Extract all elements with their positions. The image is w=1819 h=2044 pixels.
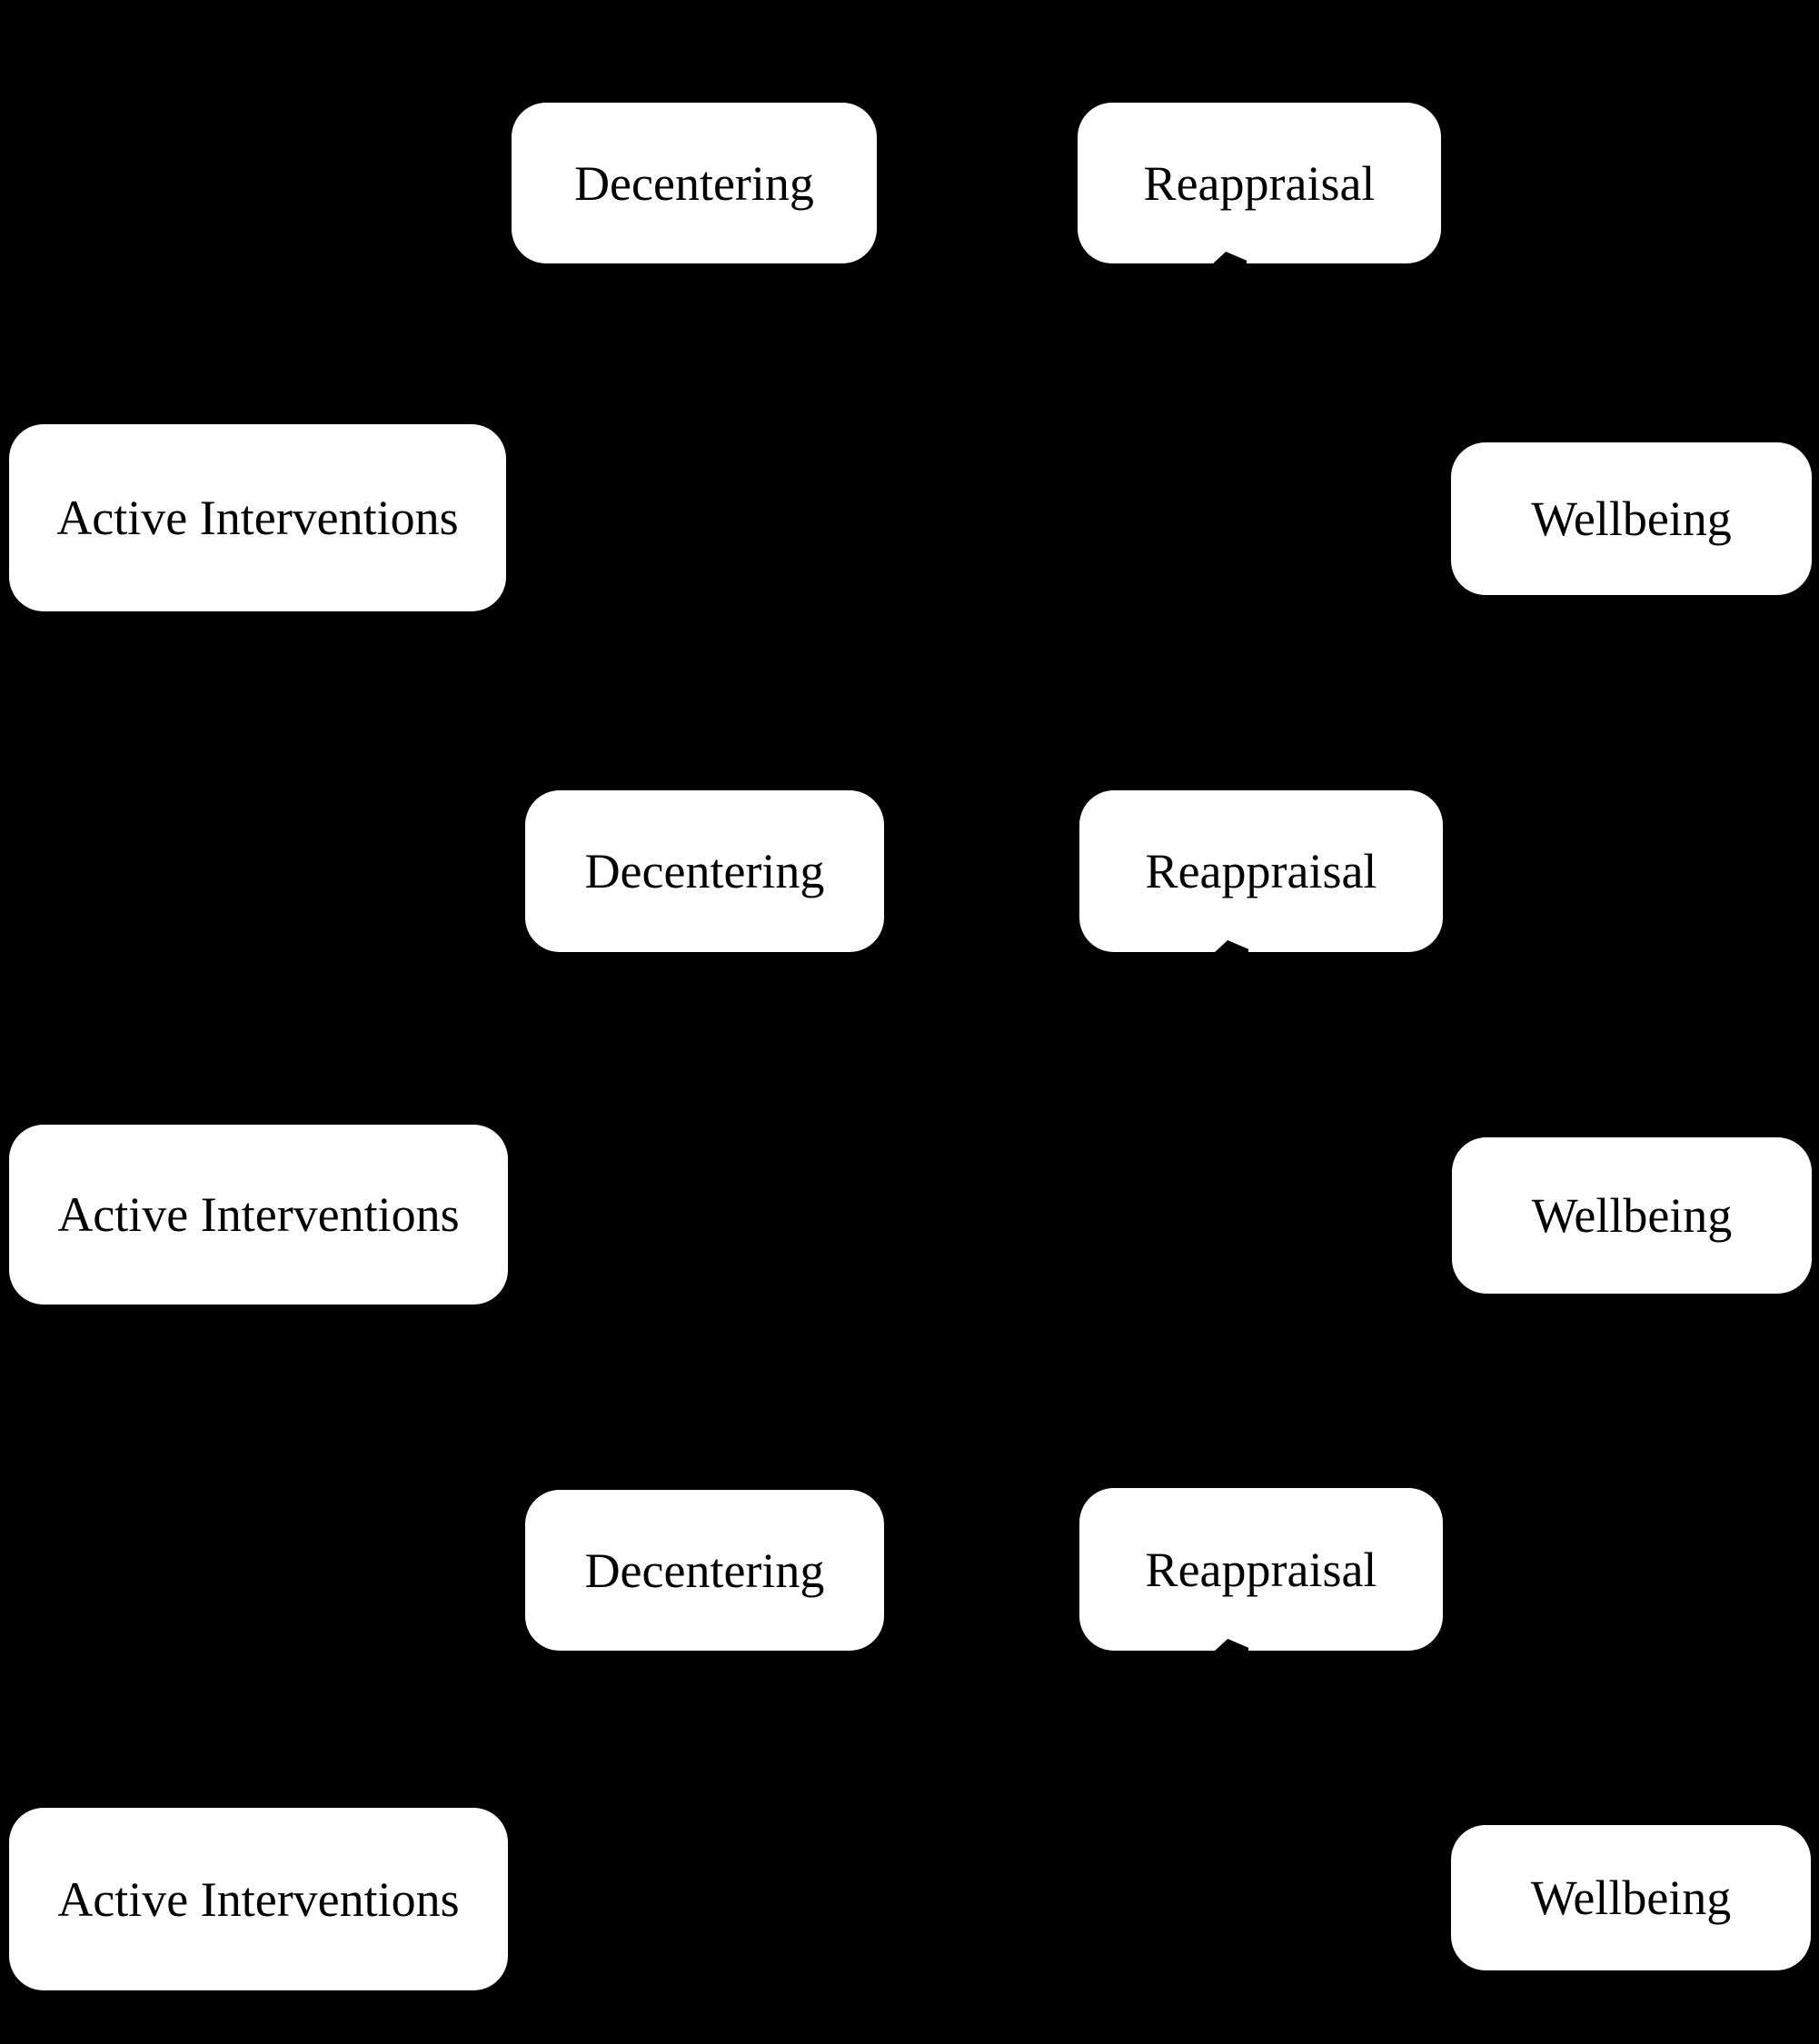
node-reappraisal-2: Reappraisal <box>1079 790 1443 953</box>
node-label: Active Interventions <box>57 1871 460 1927</box>
node-wellbeing-1: Wellbeing <box>1451 442 1812 595</box>
node-label: Wellbeing <box>1531 491 1732 546</box>
node-active-interventions-3: Active Interventions <box>9 1808 508 1990</box>
node-label: Reappraisal <box>1143 155 1376 211</box>
node-label: Reappraisal <box>1145 844 1377 898</box>
node-decentering-2: Decentering <box>525 790 884 952</box>
node-wellbeing-2: Wellbeing <box>1452 1137 1812 1294</box>
arrowhead-notch-icon <box>1214 1639 1248 1652</box>
node-label: Active Interventions <box>56 491 459 545</box>
node-reappraisal-1: Reappraisal <box>1078 103 1441 264</box>
node-label: Wellbeing <box>1531 1188 1733 1243</box>
arrowhead-notch-icon <box>1212 252 1247 264</box>
arrowhead-notch-icon <box>1214 940 1248 953</box>
node-label: Active Interventions <box>57 1187 460 1242</box>
node-wellbeing-3: Wellbeing <box>1451 1825 1811 1970</box>
node-label: Reappraisal <box>1145 1542 1377 1597</box>
node-label: Decentering <box>574 155 814 211</box>
node-label: Wellbeing <box>1530 1870 1732 1925</box>
node-reappraisal-3: Reappraisal <box>1079 1488 1443 1652</box>
node-active-interventions-2: Active Interventions <box>9 1125 508 1305</box>
node-decentering-1: Decentering <box>512 103 877 263</box>
node-decentering-3: Decentering <box>525 1490 884 1651</box>
node-label: Decentering <box>584 1543 825 1598</box>
node-active-interventions-1: Active Interventions <box>9 424 506 611</box>
node-label: Decentering <box>584 844 825 898</box>
